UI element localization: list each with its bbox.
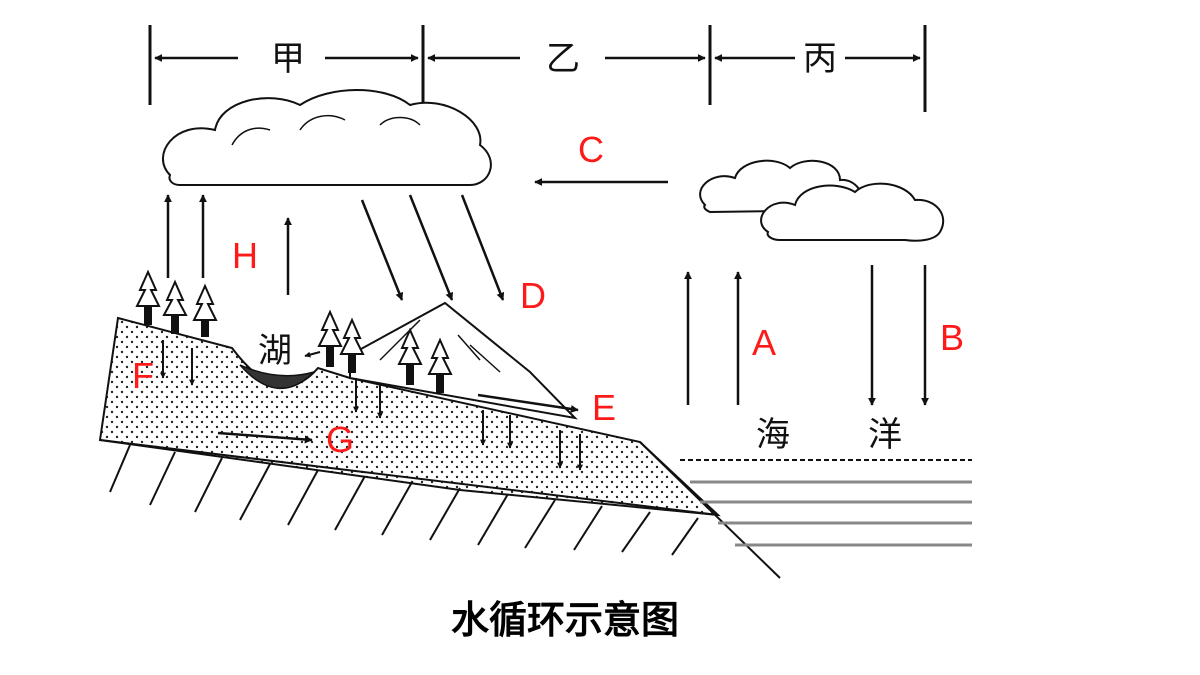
runoff-into-lake-arrow [304,351,321,358]
tree [162,279,188,334]
cloud-detail [231,114,421,146]
label-G: G [326,419,354,460]
sea-water-lines [690,480,972,547]
label-C: C [578,129,604,170]
land-cloud [162,89,492,186]
tree [192,283,218,337]
lake [239,364,317,389]
diagram-title: 水循环示意图 [451,598,679,642]
zone-jia-label: 甲 [271,39,305,79]
lake-label: 湖 [258,331,292,371]
mountain [349,301,578,420]
label-B: B [940,317,964,358]
sea-label-1: 海 [756,415,790,455]
arrow-precipitation-D-2 [408,194,454,301]
sea-label-2: 洋 [868,415,902,455]
tree [339,317,365,373]
sea-cloud-front [760,182,945,242]
tree [135,269,161,325]
arrow-precipitation-D-3 [460,194,505,301]
trees [135,269,453,393]
zone-dividers [148,25,927,112]
label-E: E [592,387,616,428]
zone-bing-label: 丙 [803,39,837,79]
tree [317,309,343,367]
tree [397,327,423,385]
tree [427,337,453,393]
infiltration-arrows [160,340,583,471]
arrow-groundwater-flow-G [217,431,313,444]
label-H: H [232,235,258,276]
arrow-precipitation-D-1 [360,199,404,301]
label-D: D [520,275,546,316]
zone-yi-label: 乙 [546,39,580,79]
label-F: F [132,355,154,396]
process-arrows [164,178,929,444]
bedrock-hatching [99,439,781,579]
arrow-surface-runoff-E [477,393,579,413]
mountain-texture [379,319,501,373]
label-A: A [752,322,776,363]
